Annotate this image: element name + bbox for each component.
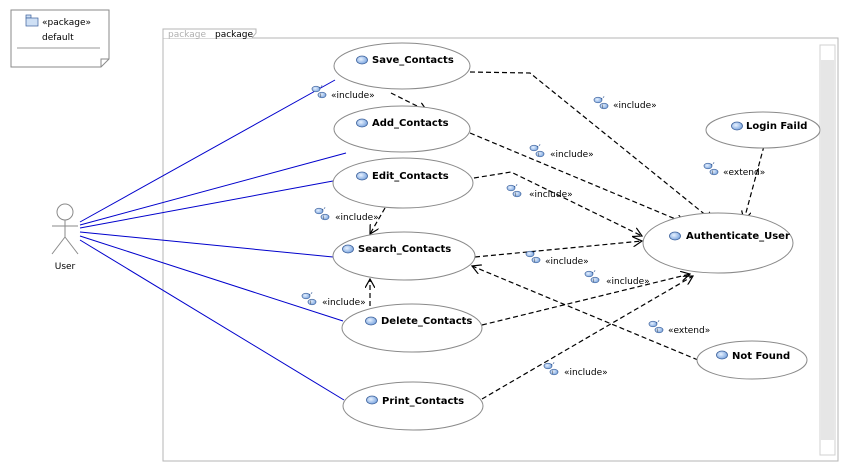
dep-save-auth[interactable] <box>469 71 713 221</box>
svg-text:«extend»: «extend» <box>723 168 765 178</box>
svg-text:«include»: «include» <box>550 150 594 160</box>
svg-text:«include»: «include» <box>606 277 650 287</box>
association-edit[interactable] <box>79 180 334 229</box>
use-case-icon <box>731 121 743 131</box>
use-case-authenticate-user[interactable]: Authenticate_User <box>642 212 794 274</box>
association-search[interactable] <box>79 231 334 258</box>
use-case-edit-contacts[interactable]: Edit_Contacts <box>332 157 474 209</box>
use-case-icon <box>356 171 368 181</box>
svg-text:«include»: «include» <box>545 257 589 267</box>
dep-delete-auth[interactable] <box>481 274 690 326</box>
package-icon <box>25 14 39 27</box>
label-include-2[interactable]: «include» <box>593 95 657 111</box>
use-case-print-contacts[interactable]: Print_Contacts <box>342 381 484 431</box>
package-stereotype: «package» <box>42 18 91 28</box>
label-include-5[interactable]: «include» <box>314 206 379 223</box>
use-case-add-contacts[interactable]: Add_Contacts <box>333 105 471 153</box>
actor-label: User <box>55 262 76 272</box>
label-include-4[interactable]: «include» <box>506 183 573 200</box>
svg-text:«extend»: «extend» <box>668 326 710 336</box>
package-frame: package package <box>162 28 839 462</box>
dep-print-auth[interactable] <box>481 276 693 400</box>
svg-text:«include»: «include» <box>322 298 366 308</box>
svg-text:«include»: «include» <box>335 213 379 223</box>
svg-text:«include»: «include» <box>613 101 657 111</box>
label-include-7[interactable]: «include» <box>584 269 650 287</box>
association-add[interactable] <box>79 152 347 226</box>
use-case-icon <box>356 118 368 128</box>
svg-text:«include»: «include» <box>529 190 573 200</box>
label-include-3[interactable]: «include» <box>529 143 594 160</box>
label-extend-1[interactable]: «extend» <box>703 161 765 178</box>
frame-tab-keyword: package <box>168 30 206 40</box>
dep-login-auth[interactable] <box>744 145 765 220</box>
use-case-icon <box>365 316 377 326</box>
use-case-icon <box>669 231 681 241</box>
frame-tab-name: package <box>215 30 253 40</box>
associations <box>79 79 347 401</box>
svg-text:«include»: «include» <box>331 91 375 101</box>
use-case-icon <box>716 350 728 360</box>
use-case-icon <box>356 55 368 65</box>
use-case-label: Save_Contacts <box>372 55 454 66</box>
dep-add-auth[interactable] <box>469 132 685 223</box>
relationship-labels: «include» «include» «include» «extend» «… <box>301 84 765 378</box>
association-save[interactable] <box>79 79 336 223</box>
use-case-login-faild[interactable]: Login Faild <box>705 111 821 149</box>
actor-user[interactable]: User <box>51 203 79 272</box>
use-case-not-found[interactable]: Not Found <box>696 340 808 380</box>
label-extend-2[interactable]: «extend» <box>648 319 710 336</box>
dep-edit-auth[interactable] <box>473 171 642 236</box>
use-case-label: Add_Contacts <box>372 118 449 129</box>
use-case-label: Search_Contacts <box>358 244 451 255</box>
association-delete[interactable] <box>79 235 344 322</box>
use-case-label: Edit_Contacts <box>372 171 449 182</box>
use-case-save-contacts[interactable]: Save_Contacts <box>333 42 471 90</box>
dep-search-auth[interactable] <box>474 241 642 258</box>
use-case-label: Not Found <box>732 351 790 362</box>
dep-notfound-search[interactable] <box>472 266 699 361</box>
actor-stick-figure-icon <box>51 203 79 255</box>
use-case-label: Print_Contacts <box>382 396 464 407</box>
dep-edit-search[interactable] <box>370 207 386 234</box>
label-include-9[interactable]: «include» <box>543 361 608 378</box>
package-note[interactable]: «package» default <box>10 9 110 68</box>
scrollbar-thumb[interactable] <box>821 60 834 440</box>
label-include-6[interactable]: «include» <box>525 249 589 267</box>
vertical-scrollbar[interactable] <box>819 44 836 456</box>
package-name: default <box>42 33 74 43</box>
use-case-icon <box>342 244 354 254</box>
use-case-search-contacts[interactable]: Search_Contacts <box>332 231 476 281</box>
svg-text:«include»: «include» <box>564 368 608 378</box>
use-case-icon <box>366 395 378 405</box>
label-include-1[interactable]: «include» <box>311 84 375 101</box>
label-include-8[interactable]: «include» <box>301 291 366 308</box>
use-case-delete-contacts[interactable]: Delete_Contacts <box>341 303 483 353</box>
association-print[interactable] <box>79 239 345 401</box>
use-case-label: Delete_Contacts <box>381 316 472 327</box>
use-case-label: Login Faild <box>746 121 807 132</box>
use-case-label: Authenticate_User <box>686 231 790 242</box>
